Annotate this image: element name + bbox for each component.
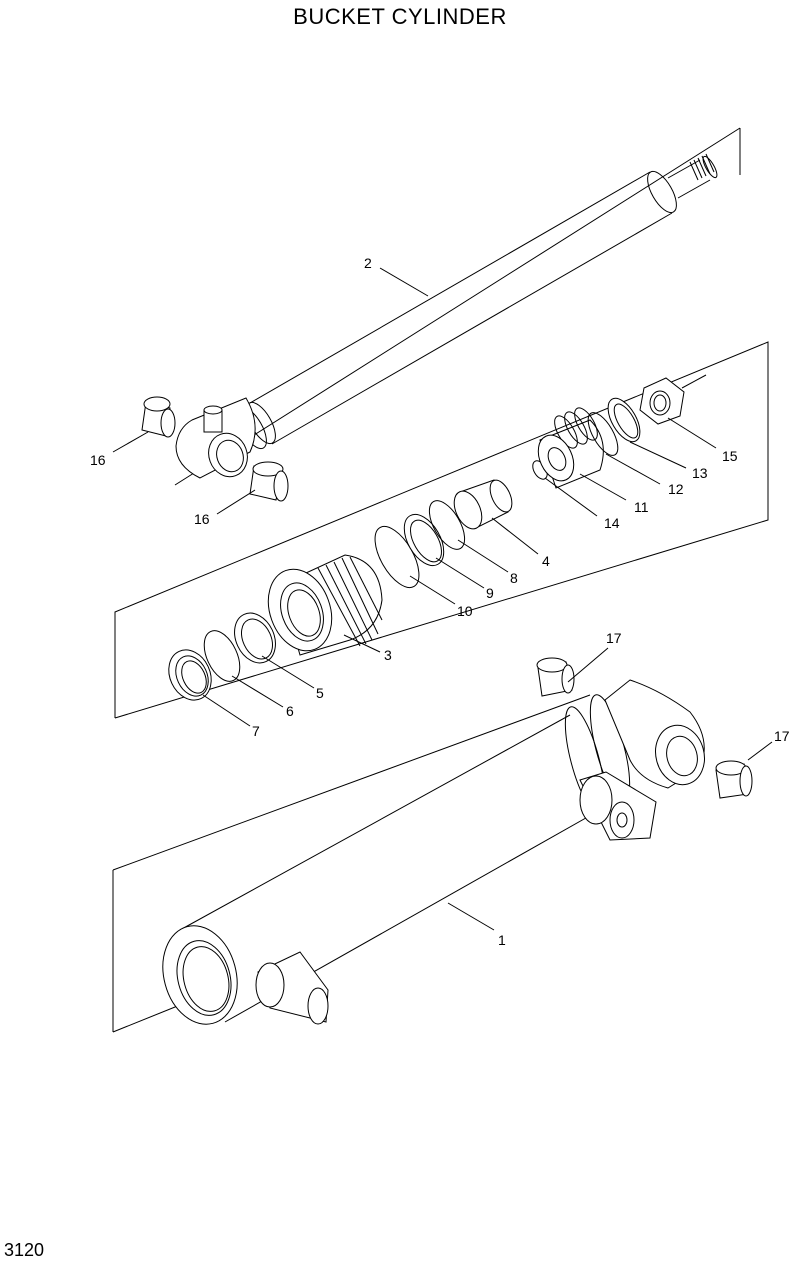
piston-rod-assembly — [175, 153, 718, 479]
bushing-17-upper — [536, 657, 575, 697]
callout-13: 13 — [692, 465, 708, 481]
page-title: BUCKET CYLINDER — [293, 4, 507, 29]
lock-nut-15 — [639, 377, 685, 425]
dust-wiper-7 — [168, 649, 212, 701]
callout-15: 15 — [722, 448, 738, 464]
rod-thread — [689, 153, 718, 181]
callout-17-upper: 17 — [606, 630, 622, 646]
callout-1: 1 — [498, 932, 506, 948]
back-up-ring-5 — [234, 612, 276, 664]
callout-12: 12 — [668, 481, 684, 497]
leader-lines — [112, 267, 773, 931]
callout-2: 2 — [364, 255, 372, 271]
rod-seal-8 — [428, 500, 466, 550]
callout-16-lower: 16 — [194, 511, 210, 527]
bushing-4 — [453, 479, 513, 530]
callout-5: 5 — [316, 685, 324, 701]
cylinder-tube-1 — [162, 679, 705, 1025]
seal-panel-border — [114, 341, 769, 719]
port-boss-base — [579, 771, 657, 841]
bushing-16-upper — [141, 396, 176, 438]
rod-eye — [175, 397, 256, 479]
callout-8: 8 — [510, 570, 518, 586]
callout-4: 4 — [542, 553, 550, 569]
port-boss-head — [255, 951, 329, 1025]
piston-11 — [537, 407, 604, 489]
callout-11: 11 — [634, 499, 649, 515]
bushing-16-lower — [249, 461, 289, 502]
callout-17-lower: 17 — [774, 728, 790, 744]
rod-cover-3 — [267, 554, 383, 656]
tube-panel-border — [112, 694, 591, 1033]
callout-3: 3 — [384, 647, 392, 663]
piston-seal-12 — [587, 412, 619, 456]
callout-10: 10 — [457, 603, 473, 619]
wear-ring-13 — [607, 397, 641, 443]
callout-16-upper: 16 — [90, 452, 106, 468]
o-ring-6 — [203, 630, 241, 682]
base-eye — [604, 679, 705, 789]
rod-panel-border — [174, 127, 741, 486]
page-number: 3120 — [4, 1240, 45, 1260]
callout-14: 14 — [604, 515, 620, 531]
bushing-17-lower — [715, 760, 753, 799]
callout-7: 7 — [252, 723, 260, 739]
callout-9: 9 — [486, 585, 494, 601]
callout-6: 6 — [286, 703, 294, 719]
